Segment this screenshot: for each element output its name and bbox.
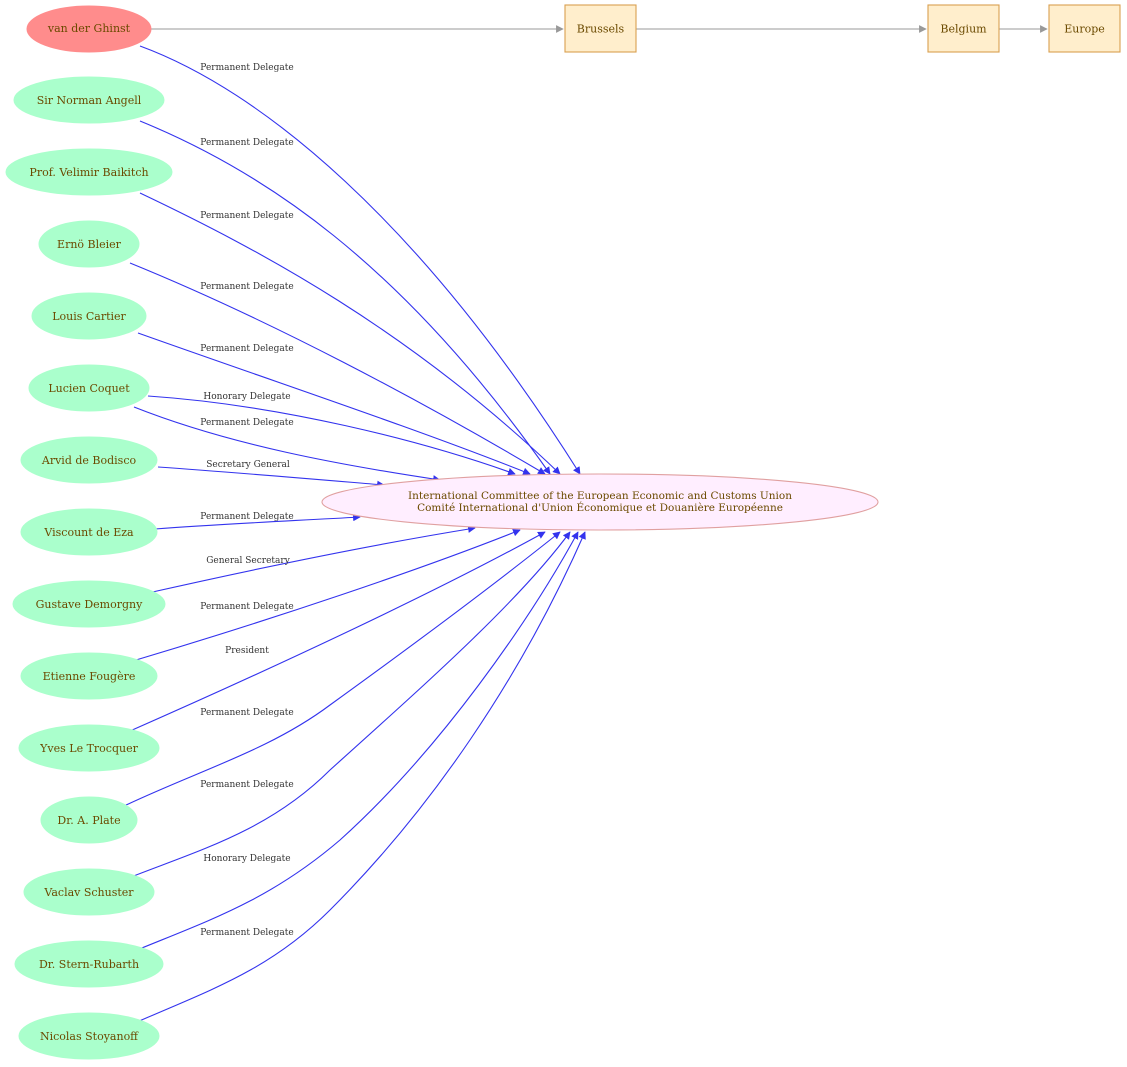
person-name: Nicolas Stoyanoff	[40, 1030, 139, 1043]
edge-label-prof-velimir-baikitch: Permanent Delegate	[200, 211, 293, 221]
person-node-sir-norman-angell[interactable]: Sir Norman Angell	[13, 76, 165, 124]
person-node-prof-velimir-baikitch[interactable]: Prof. Velimir Baikitch	[5, 148, 173, 196]
person-node-lucien-coquet[interactable]: Lucien Coquet	[28, 364, 150, 412]
person-node-shape	[13, 76, 165, 124]
edge-label-dr-a-plate: Permanent Delegate	[200, 708, 293, 718]
edge-label-louis-cartier: Permanent Delegate	[200, 344, 293, 354]
edge-label-etienne-foug-re: Permanent Delegate	[200, 602, 293, 612]
nodes-layer: International Committee of the European …	[5, 4, 1121, 1060]
person-node-dr-stern-rubarth[interactable]: Dr. Stern-Rubarth	[14, 940, 164, 988]
person-node-shape	[20, 508, 158, 556]
place-node-shape	[927, 4, 1000, 53]
person-name: Lucien Coquet	[48, 382, 130, 395]
person-node-viscount-de-eza[interactable]: Viscount de Eza	[20, 508, 158, 556]
edge-label-dr-stern-rubarth: Honorary Delegate	[203, 854, 290, 864]
person-name: Dr. Stern-Rubarth	[39, 958, 139, 971]
person-name: Prof. Velimir Baikitch	[29, 166, 148, 179]
person-name: Arvid de Bodisco	[41, 454, 137, 467]
person-node-shape	[20, 436, 158, 484]
edges-layer	[123, 25, 1048, 1023]
edge-lucien-coquet-to-committee	[147, 395, 516, 476]
edge-viscount-de-eza-to-committee	[154, 513, 361, 530]
edge-lucien-coquet-to-committee	[133, 406, 441, 483]
edge-label-viscount-de-eza: Permanent Delegate	[200, 512, 293, 522]
person-node-van-der-ghinst[interactable]: van der Ghinst	[26, 5, 152, 53]
edge-arvid-de-bodisco-to-committee	[157, 466, 385, 489]
person-name: Vaclav Schuster	[43, 886, 134, 899]
person-node-shape	[18, 724, 160, 772]
edge-label-lucien-coquet: Honorary Delegate	[203, 392, 290, 402]
edge-dr-a-plate-to-committee	[123, 531, 561, 807]
place-node-europe[interactable]: Europe	[1048, 4, 1121, 53]
person-name: Etienne Fougère	[43, 670, 136, 683]
person-node-shape	[31, 292, 147, 340]
edge-dr-stern-rubarth-to-committee	[136, 531, 579, 951]
person-node-gustave-demorgny[interactable]: Gustave Demorgny	[12, 580, 166, 628]
organization-name-fr: Comité International d'Union Économique …	[417, 500, 783, 514]
edge-label-gustave-demorgny: General Secretary	[206, 556, 290, 566]
edge-label-ern-bleier: Permanent Delegate	[200, 282, 293, 292]
edge-label-sir-norman-angell: Permanent Delegate	[200, 138, 293, 148]
person-node-shape	[18, 1012, 160, 1060]
organization-node[interactable]: International Committee of the European …	[321, 473, 879, 531]
edge-vaclav-schuster-to-committee	[130, 531, 571, 878]
person-node-vaclav-schuster[interactable]: Vaclav Schuster	[23, 868, 155, 916]
edge-label-van-der-ghinst: Permanent Delegate	[200, 63, 293, 73]
person-name: Louis Cartier	[52, 310, 126, 323]
edge-label-vaclav-schuster: Permanent Delegate	[200, 780, 293, 790]
person-name: Gustave Demorgny	[36, 598, 143, 611]
person-node-shape	[40, 796, 138, 844]
person-node-shape	[23, 868, 155, 916]
place-name: Brussels	[577, 23, 625, 36]
person-name: Yves Le Trocquer	[39, 742, 138, 755]
organization-name-en: International Committee of the European …	[408, 490, 792, 502]
person-node-shape	[14, 940, 164, 988]
person-node-shape	[20, 652, 158, 700]
edge-van-der-ghinst-to-committee	[139, 45, 581, 475]
organization-node-shape	[321, 473, 879, 531]
place-node-brussels[interactable]: Brussels	[564, 4, 637, 53]
person-name: Ernö Bleier	[57, 238, 122, 251]
place-name: Europe	[1064, 23, 1105, 36]
edge-louis-cartier-to-committee	[137, 332, 531, 476]
person-node-shape	[5, 148, 173, 196]
person-node-arvid-de-bodisco[interactable]: Arvid de Bodisco	[20, 436, 158, 484]
edge-nicolas-stoyanoff-to-committee	[136, 531, 586, 1023]
edge-yves-le-trocquer-to-committee	[129, 531, 546, 732]
person-node-etienne-foug-re[interactable]: Etienne Fougère	[20, 652, 158, 700]
place-node-shape	[564, 4, 637, 53]
person-name: Sir Norman Angell	[37, 94, 142, 107]
person-node-ern-bleier[interactable]: Ernö Bleier	[38, 220, 140, 268]
focus-person-shape	[26, 5, 152, 53]
focus-person-name: van der Ghinst	[47, 22, 131, 35]
edge-prof-velimir-baikitch-to-committee	[139, 192, 561, 475]
person-node-louis-cartier[interactable]: Louis Cartier	[31, 292, 147, 340]
edge-label-nicolas-stoyanoff: Permanent Delegate	[200, 928, 293, 938]
edge-ern-bleier-to-committee	[129, 262, 546, 475]
person-node-yves-le-trocquer[interactable]: Yves Le Trocquer	[18, 724, 160, 772]
edge-etienne-foug-re-to-committee	[135, 528, 521, 661]
person-node-shape	[38, 220, 140, 268]
person-node-shape	[28, 364, 150, 412]
place-node-shape	[1048, 4, 1121, 53]
edge-label-lucien-coquet: Permanent Delegate	[200, 418, 293, 428]
person-node-dr-a-plate[interactable]: Dr. A. Plate	[40, 796, 138, 844]
edge-label-yves-le-trocquer: President	[225, 646, 269, 656]
edge-sir-norman-angell-to-committee	[139, 120, 551, 475]
place-name: Belgium	[940, 23, 987, 36]
place-node-belgium[interactable]: Belgium	[927, 4, 1000, 53]
person-name: Viscount de Eza	[43, 526, 134, 539]
person-name: Dr. A. Plate	[57, 814, 120, 827]
person-node-nicolas-stoyanoff[interactable]: Nicolas Stoyanoff	[18, 1012, 160, 1060]
edge-label-arvid-de-bodisco: Secretary General	[206, 460, 290, 470]
edge-gustave-demorgny-to-committee	[147, 525, 476, 594]
person-node-shape	[12, 580, 166, 628]
